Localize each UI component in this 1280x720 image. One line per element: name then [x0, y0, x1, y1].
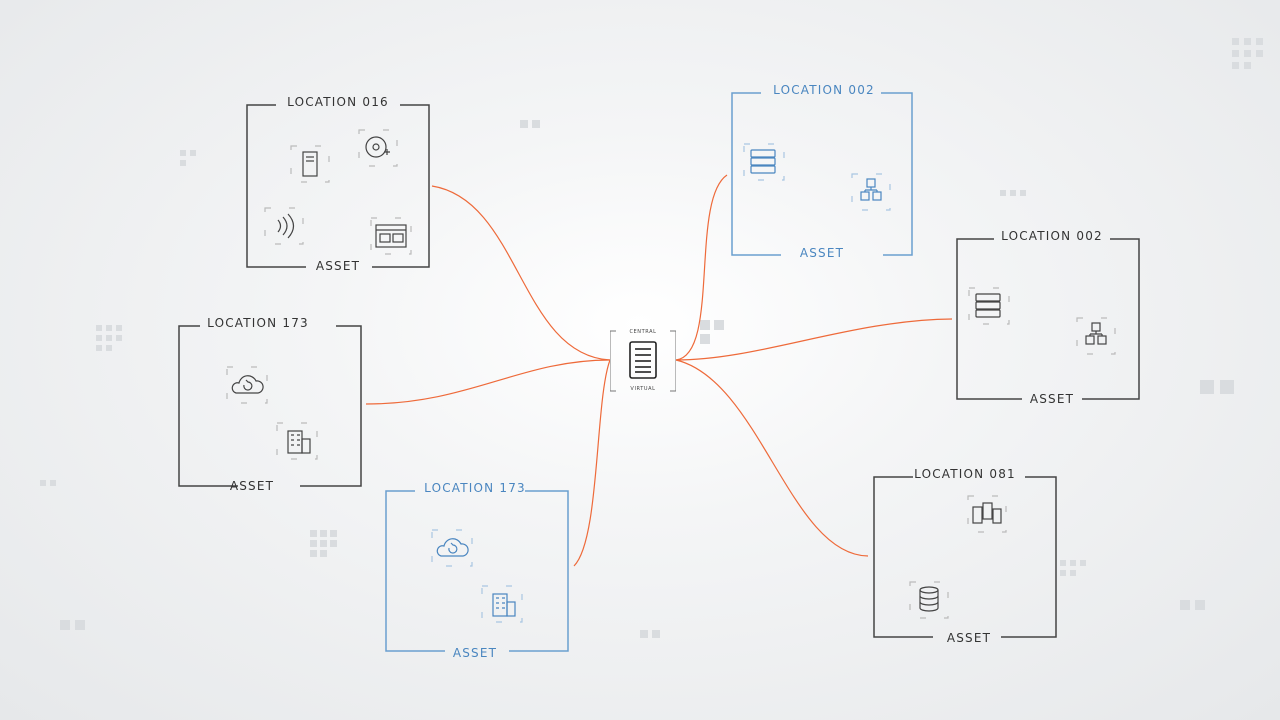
network-icon[interactable] [851, 172, 891, 211]
location-footer: ASSET [315, 259, 361, 273]
location-title: LOCATION 016 [287, 95, 389, 109]
window-panel-icon[interactable] [370, 216, 412, 255]
link-location-016 [431, 185, 611, 361]
link-location-002-top [675, 174, 728, 361]
server-cluster-icon[interactable] [967, 494, 1007, 533]
location-title: LOCATION 002 [1001, 229, 1103, 243]
server-rack-icon[interactable] [968, 286, 1010, 325]
location-title: LOCATION 002 [773, 83, 875, 97]
link-location-173-bottom [573, 359, 611, 567]
cloud-sync-icon[interactable] [431, 528, 473, 567]
disk-icon[interactable] [358, 128, 398, 167]
location-box[interactable]: LOCATION 173 ASSET [385, 481, 569, 660]
location-box[interactable]: LOCATION 016 ASSET [246, 95, 430, 273]
link-location-081 [675, 359, 869, 557]
location-frame [731, 92, 913, 256]
building-icon[interactable] [481, 584, 523, 623]
server-icon [629, 341, 657, 379]
location-frame [956, 238, 1140, 400]
location-frame [246, 104, 430, 268]
link-location-002-right [675, 318, 953, 361]
central-top-label: CENTRAL [629, 329, 657, 335]
server-rack-icon[interactable] [743, 142, 785, 181]
location-title: LOCATION 173 [207, 316, 309, 330]
location-footer: ASSET [946, 631, 992, 645]
location-box[interactable]: LOCATION 081 ASSET [873, 467, 1057, 645]
database-icon[interactable] [909, 580, 949, 619]
central-node[interactable]: CENTRAL VIRTUAL [609, 329, 684, 392]
location-frame [178, 325, 362, 487]
location-footer: ASSET [452, 646, 498, 660]
link-location-173-left [365, 359, 611, 405]
cloud-sync-icon[interactable] [226, 365, 268, 404]
wifi-signal-icon[interactable] [264, 206, 304, 245]
server-tower-icon[interactable] [290, 144, 330, 183]
location-footer: ASSET [1029, 392, 1075, 406]
location-box[interactable]: LOCATION 173 ASSET [178, 316, 362, 493]
location-box[interactable]: LOCATION 002 ASSET [956, 229, 1140, 406]
network-icon[interactable] [1076, 316, 1116, 355]
location-frame [873, 476, 1057, 638]
location-box[interactable]: LOCATION 002 ASSET [731, 83, 913, 260]
central-bottom-label: VIRTUAL [630, 386, 656, 392]
location-frame [385, 490, 569, 652]
location-title: LOCATION 173 [424, 481, 526, 495]
building-icon[interactable] [276, 421, 318, 460]
location-footer: ASSET [799, 246, 845, 260]
location-footer: ASSET [229, 479, 275, 493]
location-title: LOCATION 081 [914, 467, 1016, 481]
